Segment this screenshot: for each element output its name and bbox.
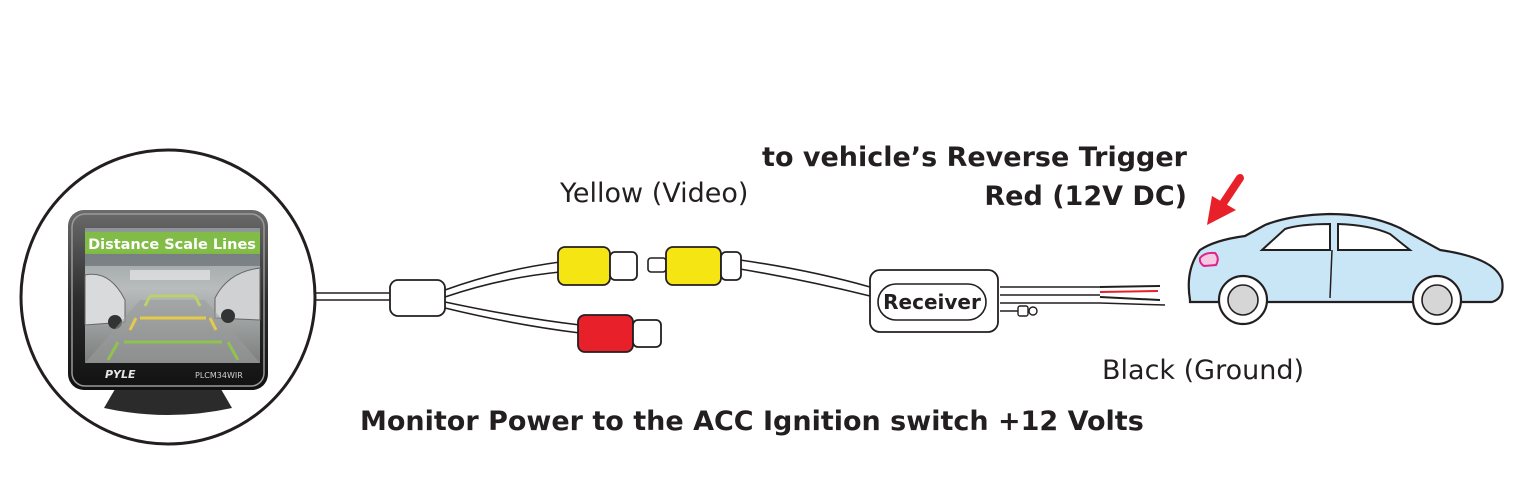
cables <box>315 259 1100 334</box>
cable-junction <box>389 279 446 317</box>
red-rca-connector <box>577 314 662 353</box>
receiver-module: Receiver <box>869 269 999 333</box>
tail-light <box>1198 251 1219 268</box>
arrow-icon <box>1207 174 1244 225</box>
antenna-plug <box>1017 305 1038 317</box>
screen-banner-text: Distance Scale Lines <box>88 237 256 253</box>
monitor-power-label: Monitor Power to the ACC Ignition switch… <box>360 406 1144 437</box>
black-ground-label: Black (Ground) <box>1102 355 1304 386</box>
output-leads <box>1099 285 1166 306</box>
reverse-trigger-label: to vehicle’s Reverse Trigger <box>762 142 1188 173</box>
yellow-rca-connector-female <box>557 246 638 286</box>
monitor-illustration: Distance Scale Lines PYLE PLCM34WIR <box>19 148 317 446</box>
yellow-rca-connector-male <box>647 246 742 286</box>
red-wire-label: Red (12V DC) <box>984 181 1187 212</box>
car-illustration <box>1187 212 1504 326</box>
yellow-video-label: Yellow (Video) <box>559 178 748 209</box>
model-label: PLCM34WIR <box>195 371 243 380</box>
receiver-label: Receiver <box>883 290 981 314</box>
brand-logo: PYLE <box>105 368 136 381</box>
